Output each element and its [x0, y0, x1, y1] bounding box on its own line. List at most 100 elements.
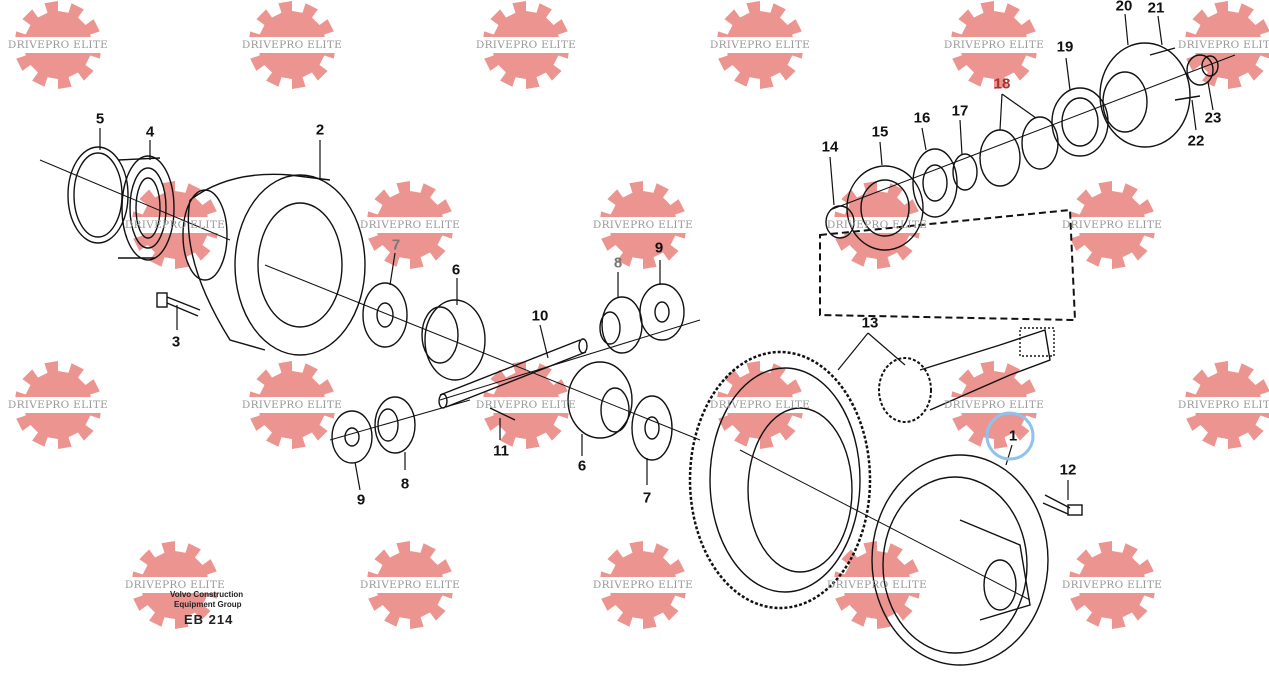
bearing-4 [117, 155, 175, 261]
washer-7-upper [362, 282, 408, 348]
washer-16 [912, 148, 958, 218]
callout-4[interactable]: 4 [145, 123, 155, 141]
bearing-18a [979, 129, 1021, 187]
watermark-gear-icon [587, 541, 699, 629]
watermark-text: DRIVEPRO ELITE [359, 579, 461, 591]
caption-line-1: Volvo Construction [170, 590, 244, 599]
watermark-text: DRIVEPRO ELITE [943, 39, 1045, 51]
bolt-12 [1042, 494, 1083, 516]
callout-17[interactable]: 17 [951, 102, 969, 120]
watermark-text: DRIVEPRO ELITE [124, 219, 226, 231]
watermark-text: DRIVEPRO ELITE [592, 579, 694, 591]
watermark-text: DRIVEPRO ELITE [1061, 579, 1163, 591]
watermark-text: DRIVEPRO ELITE [124, 579, 226, 591]
callout-14[interactable]: 14 [821, 138, 839, 156]
watermark-gear-icon [236, 1, 348, 89]
watermark-text: DRIVEPRO ELITE [592, 219, 694, 231]
pinion-8-lower [374, 396, 416, 454]
pinion-assembly-frame [819, 208, 1077, 322]
callout-16[interactable]: 16 [913, 109, 931, 127]
watermark-text: DRIVEPRO ELITE [7, 39, 109, 51]
callout-22[interactable]: 22 [1187, 132, 1205, 150]
watermark-layer [2, 1, 1269, 629]
watermark-gear-icon [354, 541, 466, 629]
watermark-text: DRIVEPRO ELITE [943, 399, 1045, 411]
bolt-3 [156, 292, 201, 317]
watermark-text: DRIVEPRO ELITE [709, 39, 811, 51]
flange-20 [1099, 42, 1191, 148]
watermark-gear-icon [1056, 181, 1168, 269]
pin-11 [489, 407, 516, 421]
washer-7-lower [631, 395, 673, 461]
watermark-text: DRIVEPRO ELITE [826, 219, 928, 231]
callout-11[interactable]: 11 [493, 442, 509, 460]
stud-21 [1149, 47, 1176, 56]
pinion-8-upper [599, 296, 643, 354]
watermark-gear-icon [704, 361, 816, 449]
watermark-text: DRIVEPRO ELITE [241, 399, 343, 411]
callout-1[interactable]: 1 [1008, 427, 1018, 445]
callout-13[interactable]: 13 [861, 314, 879, 332]
diff-carrier-1 [871, 454, 1049, 666]
caption-line-2: Equipment Group [174, 600, 242, 609]
watermark-gear-icon [2, 1, 114, 89]
watermark-text: DRIVEPRO ELITE [359, 219, 461, 231]
watermark-gear-icon [587, 181, 699, 269]
callout-19[interactable]: 19 [1056, 38, 1074, 56]
watermark-gear-icon [119, 541, 231, 629]
stud-22 [1174, 95, 1201, 101]
callout-18[interactable]: 18 [993, 75, 1011, 93]
watermark-gear-icon [470, 361, 582, 449]
watermark-gear-icon [470, 1, 582, 89]
callout-8-lower[interactable]: 8 [400, 475, 410, 493]
diagram-code: EB 214 [184, 612, 234, 627]
watermark-text: DRIVEPRO ELITE [1177, 39, 1269, 51]
callout-leaders [99, 13, 1214, 500]
watermark-text: DRIVEPRO ELITE [475, 399, 577, 411]
watermark-text: DRIVEPRO ELITE [1177, 399, 1269, 411]
washer-23 [1186, 54, 1214, 86]
watermark-text: DRIVEPRO ELITE [709, 399, 811, 411]
callout-7-lower[interactable]: 7 [642, 489, 652, 507]
callout-23[interactable]: 23 [1204, 109, 1222, 127]
watermark-gear-icon [704, 1, 816, 89]
callout-9-lower[interactable]: 9 [356, 491, 366, 509]
nut-23 [1201, 55, 1219, 77]
watermark-gear-icon [1172, 1, 1269, 89]
callout-6-lower[interactable]: 6 [577, 457, 587, 475]
watermark-gear-icon [2, 361, 114, 449]
callout-10[interactable]: 10 [531, 307, 549, 325]
watermark-gear-icon [236, 361, 348, 449]
watermark-text: DRIVEPRO ELITE [826, 579, 928, 591]
washer-9-lower [331, 410, 373, 464]
callout-21[interactable]: 21 [1147, 0, 1165, 17]
watermark-text: DRIVEPRO ELITE [7, 399, 109, 411]
callout-12[interactable]: 12 [1059, 461, 1077, 479]
axis-lines [39, 54, 1236, 601]
crown-wheel [688, 350, 872, 610]
watermark-gear-icon [1056, 541, 1168, 629]
callout-9-upper[interactable]: 9 [654, 239, 664, 257]
callout-7-upper[interactable]: 7 [391, 236, 401, 254]
side-gear-6-upper [421, 299, 486, 381]
ring-17 [952, 153, 978, 191]
watermark-text: DRIVEPRO ELITE [241, 39, 343, 51]
callout-8-upper[interactable]: 8 [613, 254, 623, 272]
callout-3[interactable]: 3 [171, 333, 181, 351]
side-gear-6-lower [567, 361, 633, 439]
watermark-text: DRIVEPRO ELITE [475, 39, 577, 51]
callout-15[interactable]: 15 [871, 123, 889, 141]
seal-14 [825, 205, 855, 239]
highlight-ring [985, 411, 1035, 461]
callout-5[interactable]: 5 [95, 110, 105, 128]
callout-20[interactable]: 20 [1115, 0, 1133, 15]
watermark-text: DRIVEPRO ELITE [1061, 219, 1163, 231]
watermark-gear-icon [1172, 361, 1269, 449]
bearing-15 [846, 165, 924, 251]
callout-6-upper[interactable]: 6 [451, 261, 461, 279]
callout-2[interactable]: 2 [315, 121, 325, 139]
seal-5 [67, 146, 129, 244]
watermark-gear-icon [354, 181, 466, 269]
